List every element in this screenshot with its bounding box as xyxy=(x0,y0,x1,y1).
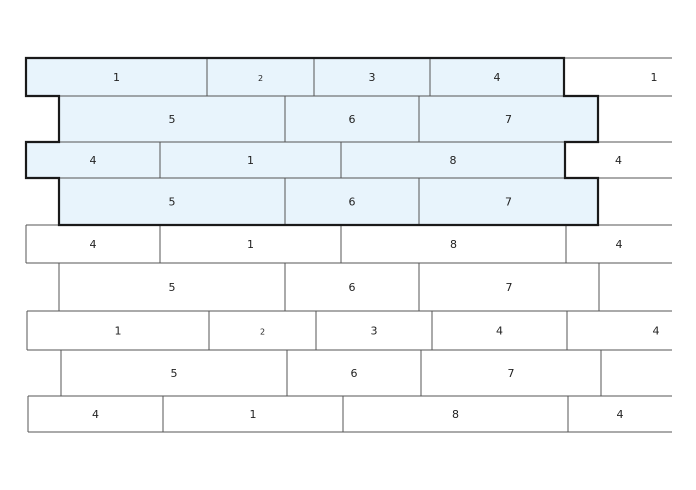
plank-label: 3 xyxy=(371,325,378,338)
plank-label: 5 xyxy=(171,367,178,380)
highlighted-module-outline xyxy=(24,56,600,227)
plank-label: 8 xyxy=(450,238,457,251)
plank-label: 5 xyxy=(169,196,176,209)
plank-label: 7 xyxy=(505,113,512,126)
plank-label: 6 xyxy=(349,281,356,294)
plank-label: 6 xyxy=(349,113,356,126)
plank-label: 4 xyxy=(615,154,622,167)
plank-cell xyxy=(419,96,598,142)
plank-cell xyxy=(207,58,314,96)
plank-cell xyxy=(209,311,316,350)
plank-cell xyxy=(59,178,285,225)
plank-label: 2 xyxy=(258,74,263,83)
plank-cell xyxy=(419,263,599,311)
plank-cell xyxy=(160,142,341,178)
plank-label: 4 xyxy=(494,71,501,84)
plank-cell xyxy=(26,58,207,96)
plank-cell xyxy=(26,142,160,178)
plank-cell xyxy=(341,225,566,263)
plank-cell xyxy=(430,58,564,96)
plank-cell xyxy=(564,58,672,96)
plank-label: 1 xyxy=(247,154,254,167)
plank-cell xyxy=(59,96,285,142)
plank-label: 8 xyxy=(450,154,457,167)
plank-label: 4 xyxy=(92,408,99,421)
plank-cell xyxy=(59,263,285,311)
plank-cell xyxy=(285,178,419,225)
plank-label: 1 xyxy=(250,408,257,421)
plank-cell xyxy=(160,225,341,263)
plank-cell xyxy=(565,142,672,178)
plank-cell xyxy=(61,350,287,396)
plank-cell xyxy=(28,396,163,432)
plank-cell xyxy=(343,396,568,432)
plank-label: 4 xyxy=(496,325,503,338)
plank-label: 5 xyxy=(169,113,176,126)
plank-label: 4 xyxy=(617,408,624,421)
plank-cell xyxy=(568,396,672,432)
plank-label: 1 xyxy=(115,325,122,338)
plank-cell xyxy=(567,311,672,350)
plank-cell xyxy=(316,311,432,350)
plank-label: 2 xyxy=(260,328,265,337)
plank-cell xyxy=(566,225,672,263)
plank-label: 7 xyxy=(505,196,512,209)
plank-cell xyxy=(163,396,343,432)
plank-cell xyxy=(341,142,565,178)
plank-cell xyxy=(285,263,419,311)
plank-label: 4 xyxy=(653,325,660,338)
plank-label: 1 xyxy=(651,71,658,84)
plank-cell xyxy=(419,178,598,225)
plank-cell xyxy=(287,350,421,396)
plank-label: 7 xyxy=(508,367,515,380)
plank-label: 3 xyxy=(369,71,376,84)
plank-label: 4 xyxy=(90,238,97,251)
plank-label: 4 xyxy=(90,154,97,167)
plank-cell xyxy=(432,311,567,350)
plank-label: 6 xyxy=(351,367,358,380)
plank-label: 5 xyxy=(169,281,176,294)
plank-label: 6 xyxy=(349,196,356,209)
plank-label: 1 xyxy=(247,238,254,251)
plank-cell xyxy=(421,350,601,396)
plank-cell xyxy=(27,311,209,350)
plank-label: 8 xyxy=(452,408,459,421)
plank-cell xyxy=(314,58,430,96)
plank-label: 1 xyxy=(113,71,120,84)
plank-label: 7 xyxy=(506,281,513,294)
plank-cell xyxy=(26,225,160,263)
plank-label: 4 xyxy=(616,238,623,251)
plank-cells: 1 2 3 4 1 5 6 7 4 1 8 4 5 6 7 4 1 8 4 5 6 7 1 2 3 4 4 5 6 7 4 1 8 4 xyxy=(25,57,672,433)
plank-cell xyxy=(285,96,419,142)
